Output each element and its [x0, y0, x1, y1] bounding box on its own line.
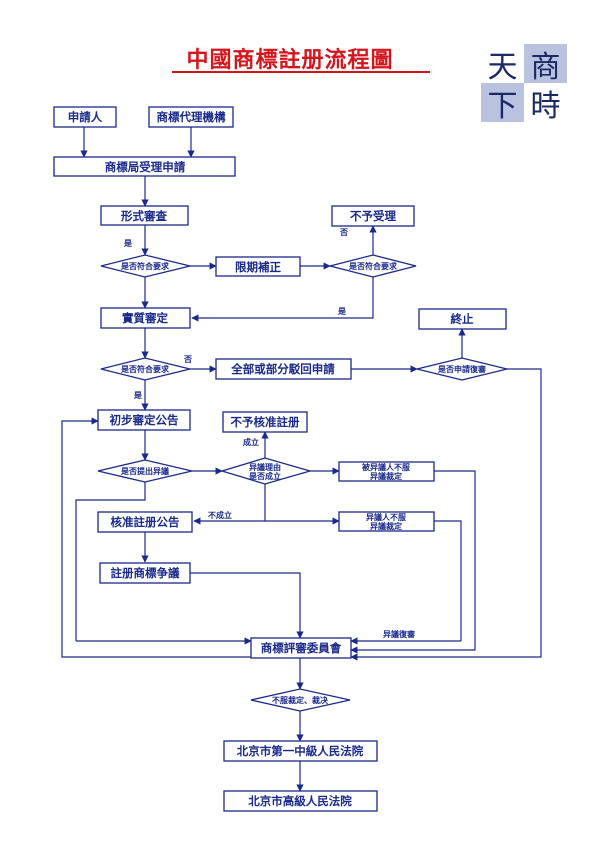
node-prelim-label: 初步審定公告	[110, 413, 179, 427]
connector	[190, 572, 304, 639]
connector	[350, 470, 476, 654]
node-no-reg-label: 不予核准註册	[231, 415, 300, 429]
logo-char-1: 天	[487, 49, 518, 85]
decision-5: 是否提出异議	[97, 459, 193, 483]
logo-char-4: 時	[530, 88, 561, 124]
logo-char-3: 下	[481, 83, 524, 124]
decision-7: 不服裁定、裁决	[250, 688, 351, 712]
node-applicant-label: 申請人	[68, 110, 103, 124]
node-dispute-label: 註册商標争議	[111, 566, 180, 580]
node-court1-label: 北京市第一中級人民法院	[237, 744, 364, 758]
node-substantive-label: 實質審定	[122, 311, 168, 325]
node-objected-label-1: 被异議人不服	[362, 462, 411, 472]
node-formal-review: 形式審查	[100, 205, 189, 226]
node-court2: 北京市高級人民法院	[223, 790, 378, 812]
node-accept: 商標局受理申請	[53, 156, 236, 177]
node-substantive: 實質審定	[100, 307, 191, 329]
decision-4-label: 是否申請復審	[437, 364, 487, 374]
decision-2-label: 是否符合要求	[348, 261, 398, 271]
decision-6: 异議理由 是否成立	[219, 457, 313, 485]
node-terminate: 終止	[418, 308, 507, 330]
node-prelim: 初步審定公告	[97, 409, 191, 431]
node-court2-label: 北京市高級人民法院	[248, 794, 352, 808]
page-title: 中國商標註册流程圖	[186, 48, 394, 73]
decision-1: 是否符合要求	[100, 254, 191, 278]
decision-3-label: 是否符合要求	[120, 364, 170, 374]
connector	[191, 277, 374, 322]
node-reject-accept: 不予受理	[331, 205, 415, 227]
label-yes-2: 是	[337, 306, 346, 316]
node-no-reg: 不予核准註册	[222, 411, 308, 433]
node-board-label: 商標評審委員會	[261, 641, 342, 655]
node-objected: 被异議人不服 异議裁定	[338, 461, 435, 482]
node-objector-label-1: 异議人不服	[366, 512, 407, 522]
node-reject-accept-label: 不予受理	[350, 209, 396, 223]
label-objection-review: 异議復審	[383, 629, 416, 639]
node-limit-fix: 限期補正	[215, 256, 301, 277]
title-underline	[172, 71, 430, 73]
node-limit-fix-label: 限期補正	[235, 260, 281, 274]
node-board: 商標評審委員會	[250, 637, 352, 659]
decision-6-label-2: 是否成立	[248, 471, 281, 481]
decision-7-label: 不服裁定、裁决	[272, 695, 329, 705]
label-yes-3: 是	[133, 390, 142, 400]
decision-4: 是否申請復審	[416, 357, 508, 381]
node-agency-label: 商標代理機構	[157, 110, 226, 124]
label-no-2: 否	[183, 355, 192, 364]
node-partial-reject-label: 全部或部分駁回申請	[230, 362, 335, 376]
node-approve-label: 核准註册公告	[111, 515, 180, 529]
node-court1: 北京市第一中級人民法院	[223, 740, 378, 762]
node-objected-label-2: 异議裁定	[370, 471, 402, 481]
node-objector-label-2: 异議裁定	[370, 521, 402, 531]
decision-3: 是否符合要求	[100, 357, 191, 381]
decision-5-label: 是否提出异議	[120, 466, 169, 476]
node-partial-reject: 全部或部分駁回申請	[215, 358, 352, 380]
node-terminate-label: 終止	[451, 312, 474, 326]
logo: 天 商 下 時	[481, 44, 567, 124]
label-established: 成立	[243, 437, 259, 447]
node-accept-label: 商標局受理申請	[105, 160, 186, 174]
label-yes-1: 是	[123, 238, 132, 248]
label-not-established: 不成立	[208, 510, 232, 520]
connectors	[61, 127, 542, 792]
decision-6-label-1: 异議理由	[249, 462, 281, 472]
logo-char-2: 商	[524, 44, 567, 85]
node-agency: 商標代理機構	[148, 106, 234, 128]
node-approve: 核准註册公告	[97, 511, 193, 533]
connector	[61, 417, 251, 658]
label-no-1: 否	[339, 228, 348, 237]
node-applicant: 申請人	[53, 106, 117, 128]
connector	[434, 520, 462, 641]
connector	[75, 482, 146, 641]
decision-1-label: 是否符合要求	[120, 261, 170, 271]
node-dispute: 註册商標争議	[99, 562, 191, 584]
node-objector: 异議人不服 异議裁定	[338, 511, 435, 532]
decision-2: 是否符合要求	[329, 254, 417, 278]
node-formal-review-label: 形式審查	[121, 209, 167, 223]
connector	[350, 368, 542, 661]
